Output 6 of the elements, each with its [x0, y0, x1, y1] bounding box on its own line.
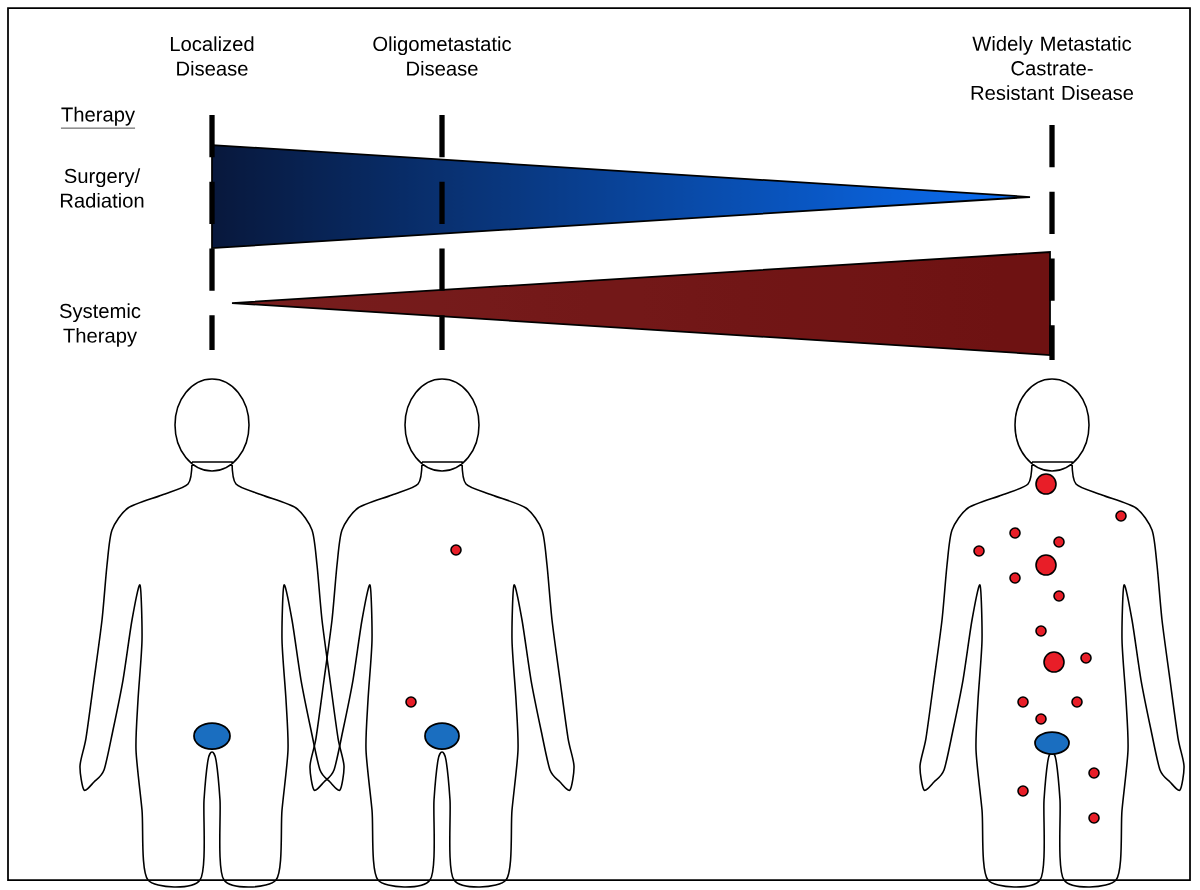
stage-heading: Oligometastatic Disease: [373, 36, 512, 76]
stage-heading: Localized Disease: [170, 36, 254, 76]
therapy-label: Surgery/ Radiation: [60, 168, 144, 208]
row-heading: Therapy: [60, 106, 136, 129]
therapy-label: Systemic Therapy: [59, 303, 141, 347]
stage-heading: Widely Metastatic Castrate-Resistant Disease: [971, 36, 1134, 100]
